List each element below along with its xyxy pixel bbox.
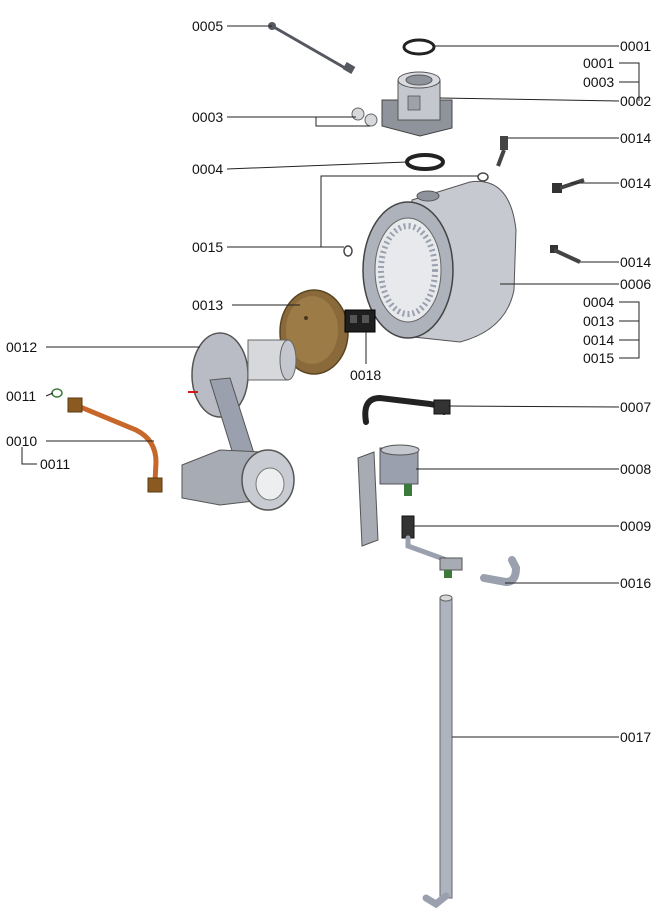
part-drain-pipe: [422, 594, 453, 909]
part-flue-connector: [381, 71, 453, 137]
callout-0010: 0010: [6, 433, 37, 449]
part-o-ring: [51, 388, 63, 398]
callout-0015: 0015: [192, 239, 223, 255]
callout-0014-b: 0014: [620, 175, 651, 191]
part-elbow: [480, 556, 521, 587]
part-burner-plate: [279, 289, 349, 375]
callout-0004-sub: 0004: [583, 294, 614, 310]
part-burner-fan-assembly: [181, 332, 297, 511]
part-seal-ring-top: [402, 38, 436, 56]
callout-0003: 0003: [192, 109, 223, 125]
part-gasket: [405, 153, 445, 171]
callout-0006: 0006: [620, 276, 651, 292]
callout-0007: 0007: [620, 399, 651, 415]
callout-0018: 0018: [350, 367, 381, 383]
callout-0016: 0016: [620, 575, 651, 591]
part-drain-fitting: [401, 515, 463, 578]
callout-0014-a: 0014: [620, 130, 651, 146]
part-connector: [344, 309, 376, 333]
part-clips: [496, 136, 585, 264]
callout-0001-sub: 0001: [583, 55, 614, 71]
callout-0013: 0013: [192, 297, 223, 313]
part-hose: [362, 394, 451, 425]
part-electrode-rod: [268, 22, 356, 74]
callout-0014-sub: 0014: [583, 332, 614, 348]
callout-0004: 0004: [192, 161, 223, 177]
part-siphon: [357, 444, 420, 547]
callout-0015-sub: 0015: [583, 350, 614, 366]
part-copper-gas-pipe: [67, 397, 163, 493]
callout-0008: 0008: [620, 461, 651, 477]
callout-0014-c: 0014: [620, 254, 651, 270]
callout-0009: 0009: [620, 518, 651, 534]
leader-lines: [21, 25, 640, 738]
part-heat-exchanger: [362, 180, 517, 343]
callout-0001: 0001: [620, 38, 651, 54]
part-small-rings: [343, 172, 489, 257]
callout-0003-sub: 0003: [583, 74, 614, 90]
callout-0011-sub: 0011: [40, 456, 70, 472]
callout-0012: 0012: [6, 339, 37, 355]
callout-0005: 0005: [192, 18, 223, 34]
callout-0011: 0011: [6, 388, 36, 404]
callout-0017: 0017: [620, 729, 651, 745]
callout-0002: 0002: [620, 93, 651, 109]
callout-0013-sub: 0013: [583, 313, 614, 329]
